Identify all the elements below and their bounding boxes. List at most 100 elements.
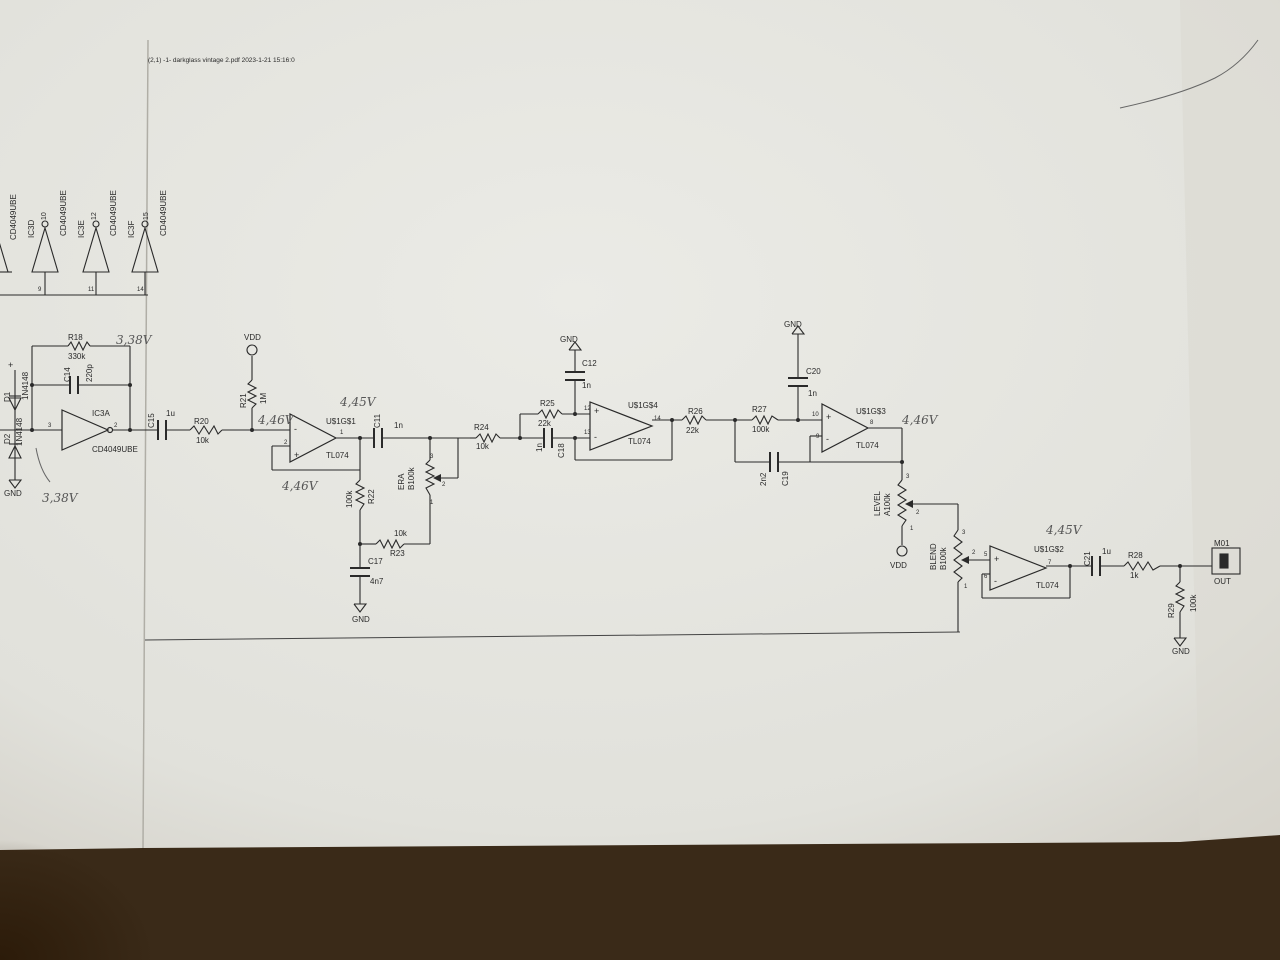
c11-value: 1n — [394, 421, 403, 430]
level-value: A100k — [883, 492, 892, 516]
inverter-bottom-pin-3: 14 — [137, 287, 144, 293]
level-pin2: 2 — [916, 510, 920, 516]
r24-label: R24 — [474, 423, 489, 432]
note-v-in: 3,38V — [42, 491, 79, 505]
u1-label: U$1G$1 — [326, 417, 356, 426]
ic3a-inverter — [61, 409, 110, 451]
r22-label: R22 — [367, 489, 376, 504]
r23-value: 10k — [394, 529, 408, 538]
r28-value: 1k — [1130, 571, 1139, 580]
opamp-signs: -+ +- +- +- — [294, 406, 999, 586]
c18-value: 1n — [535, 443, 544, 452]
r21-label: R21 — [239, 393, 248, 408]
r23-resistor — [375, 538, 405, 550]
out-label: OUT — [1214, 577, 1231, 586]
r26-value: 22k — [686, 426, 700, 435]
gnd-c20-label: GND — [784, 320, 802, 329]
c14-value: 220p — [85, 364, 94, 382]
u3-type: TL074 — [856, 441, 879, 450]
c12-label: C12 — [582, 359, 597, 368]
r18-resistor — [67, 340, 91, 352]
blend-pin3: 3 — [962, 530, 966, 536]
r25-resistor — [537, 408, 563, 420]
svg-text:-: - — [994, 576, 997, 586]
u2-label: U$1G$2 — [1034, 545, 1064, 554]
u4-pin13: 13 — [584, 430, 591, 436]
wires — [0, 334, 1212, 638]
r20-value: 10k — [196, 436, 210, 445]
u4-pin12: 12 — [584, 406, 591, 412]
r27-value: 100k — [752, 425, 770, 434]
r27-label: R27 — [752, 405, 767, 414]
level-pot — [896, 479, 908, 527]
u1-opamp — [289, 413, 338, 463]
paper-right-fold — [1180, 0, 1280, 838]
diodes — [8, 395, 22, 459]
svg-text:+: + — [994, 554, 999, 564]
era-pin2: 2 — [442, 482, 446, 488]
inverter-ic-3: CD4049UBE — [159, 190, 168, 236]
m01-jack — [1211, 547, 1241, 575]
c15-value: 1u — [166, 409, 175, 418]
r29-label: R29 — [1167, 603, 1176, 618]
c18-label: C18 — [557, 443, 566, 458]
c17-value: 4n7 — [370, 577, 384, 586]
level-label: LEVEL — [873, 491, 882, 516]
era-value: B100k — [407, 466, 416, 490]
svg-text:+: + — [826, 412, 831, 422]
d2-label: D2 — [3, 433, 12, 444]
gnd-left-label: GND — [4, 489, 22, 498]
c14-label: C14 — [63, 367, 72, 382]
era-pin1: 1 — [430, 500, 434, 506]
ic3a-type: CD4049UBE — [92, 445, 138, 454]
c12-value: 1n — [582, 381, 591, 390]
level-pin1: 1 — [910, 526, 914, 532]
d1-label: D1 — [3, 391, 12, 402]
c21-label: C21 — [1083, 551, 1092, 566]
u1-pin1: 1 — [340, 430, 344, 436]
blend-pin1: 1 — [964, 584, 968, 590]
gnd-c20-symbol — [791, 325, 806, 335]
c19-label: C19 — [781, 471, 790, 486]
pencil-arrow — [35, 447, 51, 483]
vdd-r21-symbol — [246, 344, 258, 356]
era-pin3: 3 — [430, 454, 434, 460]
capacitors — [69, 371, 1101, 577]
u1-type: TL074 — [326, 451, 349, 460]
d1-diode — [8, 397, 22, 412]
note-v-r18: 3,38V — [116, 333, 153, 347]
photo-shadow — [0, 760, 260, 960]
c11-label: C11 — [373, 413, 382, 428]
blend-return-wire — [144, 631, 961, 641]
inverter-bottom-pin-1: 9 — [38, 287, 42, 293]
inverter-pin-3: 15 — [143, 212, 150, 220]
paper-seam — [142, 39, 149, 849]
r22-value: 100k — [345, 490, 354, 508]
note-v-u3: 4,46V — [901, 413, 939, 427]
r20-label: R20 — [194, 417, 209, 426]
gnd-c17-symbol — [353, 603, 368, 613]
r28-resistor — [1123, 560, 1161, 572]
handwritten-notes: 3,38V 3,38V 4,45V 4,46V 4,46V 4,46V 4,45… — [42, 333, 1083, 537]
level-pin3: 3 — [906, 474, 910, 480]
u1-pin2: 2 — [284, 440, 288, 446]
pot-wipers — [433, 474, 969, 564]
svg-text:+: + — [294, 450, 299, 460]
component-labels: C15 1u R20 10k R21 1M VDD U$1G$1 TL074 1… — [147, 320, 1231, 656]
r25-value: 22k — [538, 419, 552, 428]
era-pot — [424, 459, 436, 496]
pencil-scribble — [1119, 39, 1259, 109]
r25-label: R25 — [540, 399, 555, 408]
ic3a-label: IC3A — [92, 409, 110, 418]
blend-label: BLEND — [929, 543, 938, 570]
u4-label: U$1G$4 — [628, 401, 658, 410]
svg-text:+: + — [594, 406, 599, 416]
c15-label: C15 — [147, 413, 156, 428]
svg-text:-: - — [294, 424, 297, 434]
u4-opamp — [589, 401, 654, 451]
r20-resistor — [189, 424, 223, 436]
inverter-unit-1: IC3D — [27, 220, 36, 238]
svg-text:-: - — [594, 432, 597, 442]
note-v-u1-bottom: 4,46V — [281, 479, 319, 493]
u2-pin6: 6 — [984, 574, 988, 580]
